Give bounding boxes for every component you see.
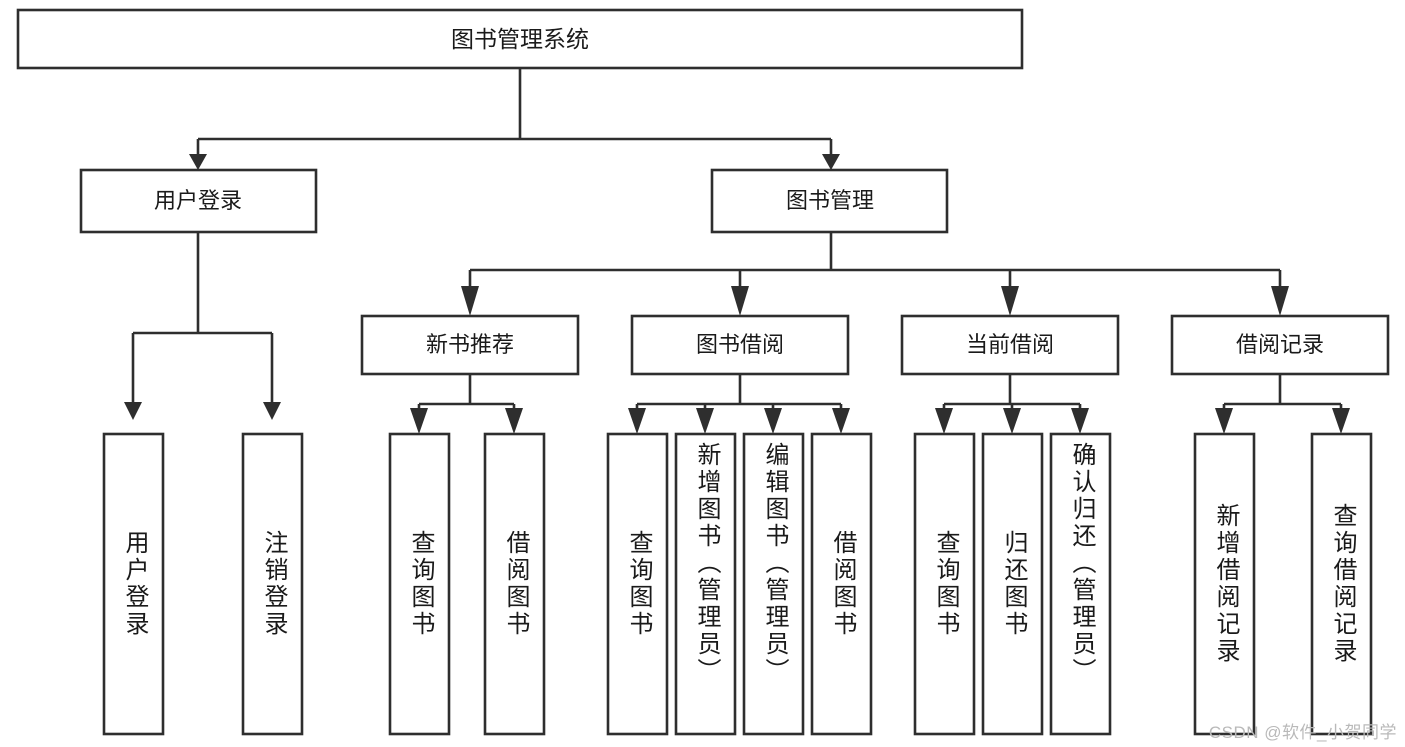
node-current-borrow-label: 当前借阅 (966, 332, 1054, 357)
node-leaf-nb-borrow-book-box[interactable] (483, 432, 546, 736)
node-leaf-cb-confirm-return-box[interactable] (1049, 432, 1112, 736)
arrow-head-bookborrow-leaf-1 (628, 408, 646, 434)
arrow-head-current-borrow (1001, 286, 1019, 316)
node-user-login[interactable]: 用户登录 (79, 168, 318, 234)
node-book-borrow-label: 图书借阅 (696, 332, 784, 357)
arrow-head-bookborrow-leaf-4 (832, 408, 850, 434)
node-leaf-logout-box[interactable] (241, 432, 304, 736)
arrow-head-leaf-user-login (124, 402, 142, 420)
arrow-head-new-book (461, 286, 479, 316)
node-leaf-bb-add-book-box[interactable] (674, 432, 737, 736)
node-root-system-label: 图书管理系统 (451, 26, 589, 52)
node-leaf-bb-edit-book-box[interactable] (742, 432, 805, 736)
node-leaf-user-login-box[interactable] (102, 432, 165, 736)
node-book-management[interactable]: 图书管理 (710, 168, 949, 234)
arrow-head-currentborrow-leaf-2 (1003, 408, 1021, 434)
node-leaf-bb-borrow-book-box[interactable] (810, 432, 873, 736)
node-current-borrow[interactable]: 当前借阅 (900, 314, 1120, 376)
arrow-head-bookborrow-leaf-3 (764, 408, 782, 434)
node-leaf-br-query-record-box[interactable] (1310, 432, 1373, 736)
arrow-head-newbook-leaf-1 (410, 408, 428, 434)
node-leaf-bb-query-book-box[interactable] (606, 432, 669, 736)
node-leaf-nb-query-book-box[interactable] (388, 432, 451, 736)
arrow-head-book-borrow (731, 286, 749, 316)
node-borrow-record[interactable]: 借阅记录 (1170, 314, 1390, 376)
arrow-head-borrowrecord-leaf-2 (1332, 408, 1350, 434)
node-user-login-label: 用户登录 (154, 188, 242, 213)
node-root-system[interactable]: 图书管理系统 (16, 8, 1024, 70)
arrow-head-book-mgmt (822, 154, 840, 170)
node-leaf-cb-query-book-box[interactable] (913, 432, 976, 736)
nodes-layer: 图书管理系统 用户登录 图书管理 新书推荐 图书借阅 当前 (16, 8, 1390, 736)
arrow-head-leaf-logout (263, 402, 281, 420)
node-new-book-recommend[interactable]: 新书推荐 (360, 314, 580, 376)
node-book-borrow[interactable]: 图书借阅 (630, 314, 850, 376)
arrow-head-currentborrow-leaf-3 (1071, 408, 1089, 434)
arrow-head-currentborrow-leaf-1 (935, 408, 953, 434)
node-leaf-br-add-record-box[interactable] (1193, 432, 1256, 736)
edges-layer (124, 69, 1350, 434)
node-leaf-cb-return-book-box[interactable] (981, 432, 1044, 736)
arrow-head-borrowrecord-leaf-1 (1215, 408, 1233, 434)
arrow-head-newbook-leaf-2 (505, 408, 523, 434)
arrow-head-user-login (189, 154, 207, 170)
node-borrow-record-label: 借阅记录 (1236, 332, 1324, 357)
arrow-head-borrow-record (1271, 286, 1289, 316)
node-book-management-label: 图书管理 (786, 188, 874, 213)
node-new-book-recommend-label: 新书推荐 (426, 332, 514, 357)
arrow-head-bookborrow-leaf-2 (696, 408, 714, 434)
